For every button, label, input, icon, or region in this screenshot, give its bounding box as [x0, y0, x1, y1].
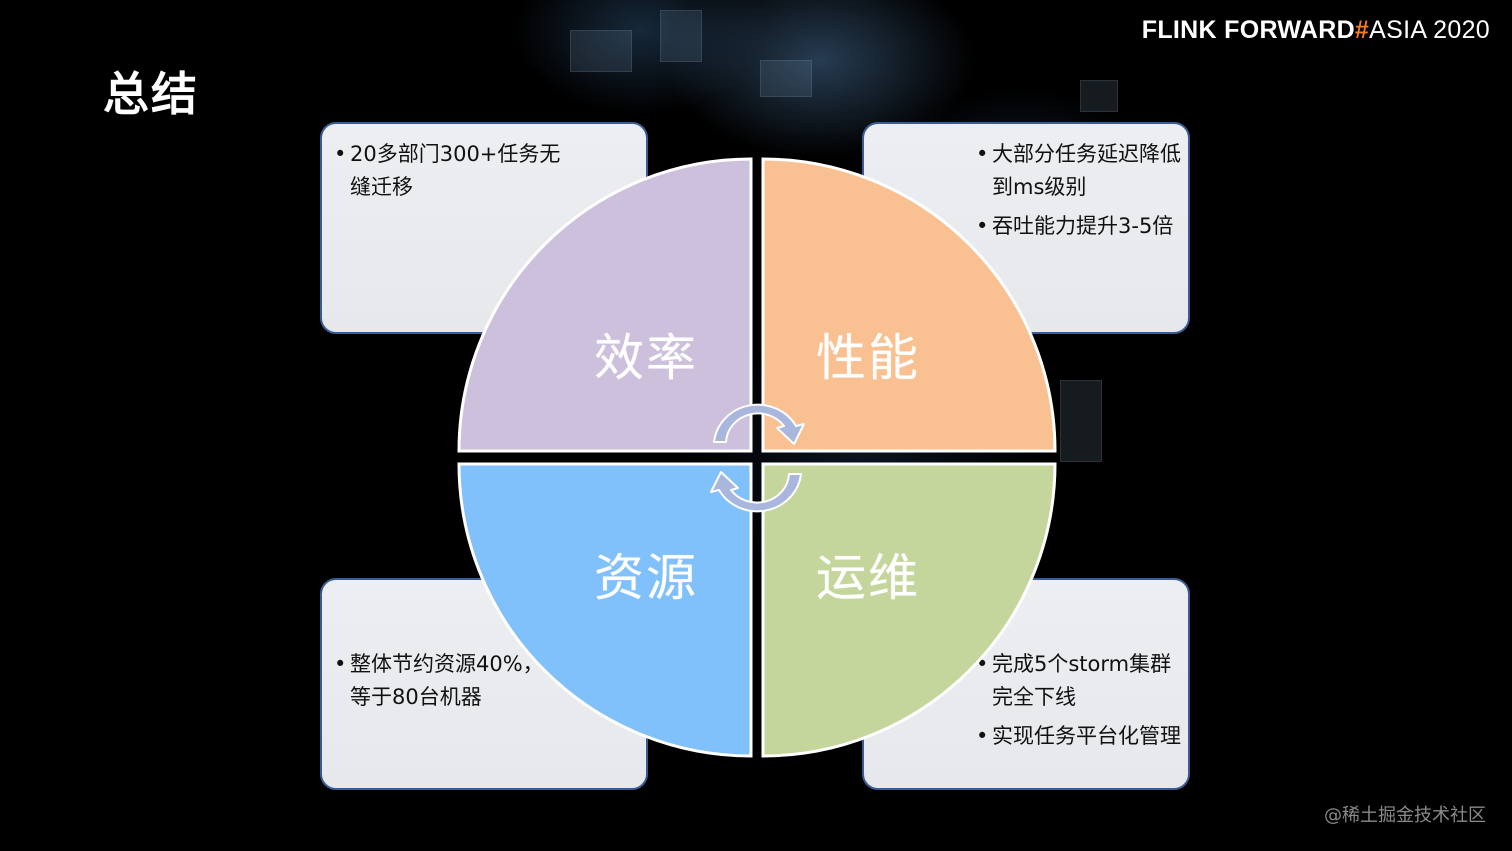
background-tile: [1080, 80, 1118, 112]
bullet-list: 整体节约资源40%，等于80台机器: [334, 648, 554, 720]
bullet-list: 20多部门300+任务无缝迁移: [334, 138, 564, 210]
resources-label: 资源: [594, 549, 698, 607]
efficiency-card: 20多部门300+任务无缝迁移: [320, 122, 648, 334]
bullet-list: 完成5个storm集群完全下线 实现任务平台化管理: [976, 648, 1186, 759]
page-title: 总结: [103, 67, 199, 121]
brand-hash: #: [1354, 16, 1370, 44]
bullet-item: 整体节约资源40%，等于80台机器: [334, 648, 554, 714]
background-tile: [570, 30, 632, 72]
background-tile: [660, 10, 702, 62]
background-tile: [1060, 380, 1102, 462]
bullet-item: 20多部门300+任务无缝迁移: [334, 138, 564, 204]
background-tile: [760, 60, 812, 97]
bullet-item: 实现任务平台化管理: [976, 720, 1186, 753]
bullet-item: 完成5个storm集群完全下线: [976, 648, 1186, 714]
performance-label: 性能: [816, 329, 920, 387]
watermark: @稀土掘金技术社区: [1324, 805, 1486, 826]
efficiency-label: 效率: [594, 329, 698, 387]
bullet-list: 大部分任务延迟降低到ms级别 吞吐能力提升3-5倍: [976, 138, 1186, 249]
cycle-arrows-icon: [710, 403, 805, 513]
brand-event: ASIA 2020: [1369, 16, 1490, 44]
performance-card: 大部分任务延迟降低到ms级别 吞吐能力提升3-5倍: [862, 122, 1190, 334]
bullet-item: 吞吐能力提升3-5倍: [976, 210, 1186, 243]
brand-logo: FLINK FORWARD#ASIA 2020: [1142, 16, 1490, 45]
operations-label: 运维: [816, 549, 920, 607]
bullet-item: 大部分任务延迟降低到ms级别: [976, 138, 1186, 204]
brand-name: FLINK FORWARD: [1141, 16, 1355, 44]
